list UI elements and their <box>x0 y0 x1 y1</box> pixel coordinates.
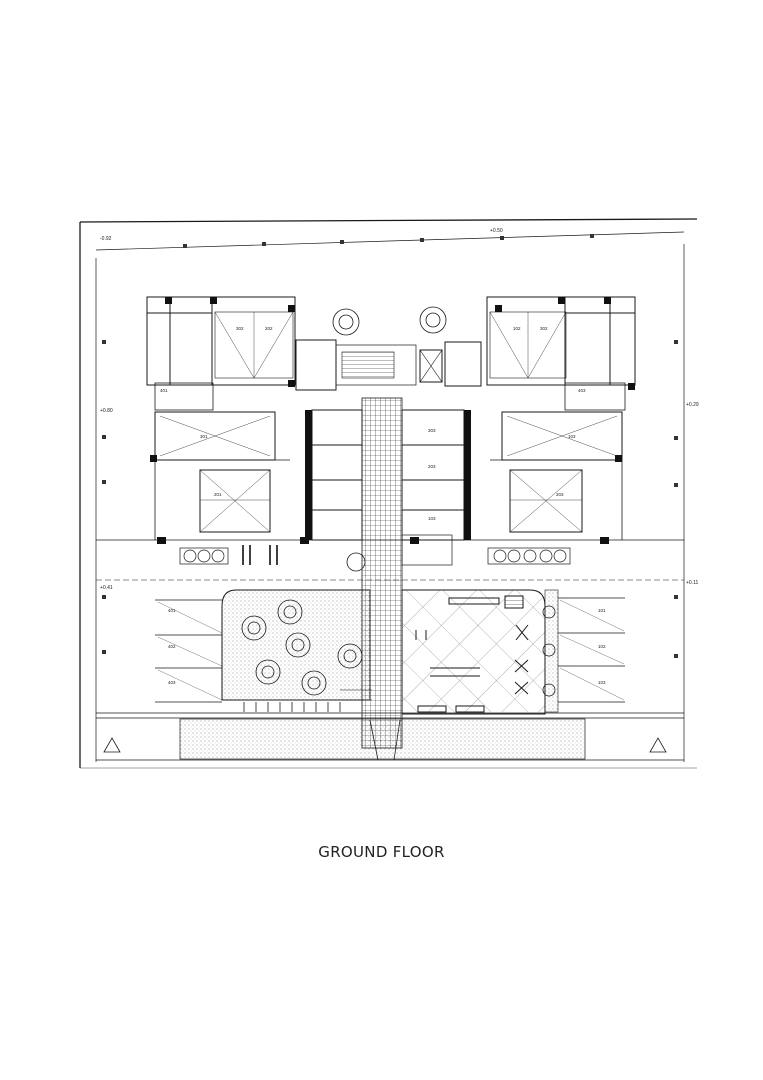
parking-west <box>155 599 223 703</box>
svg-text:+0.29: +0.29 <box>686 402 699 408</box>
svg-text:103: 103 <box>568 434 576 439</box>
svg-text:201: 201 <box>214 492 222 497</box>
svg-text:101: 101 <box>598 608 606 613</box>
svg-text:402: 402 <box>168 644 176 649</box>
svg-text:401: 401 <box>168 608 176 613</box>
garden-area <box>221 589 371 701</box>
svg-text:401: 401 <box>160 388 168 393</box>
planters <box>179 547 571 565</box>
east-wing <box>486 296 636 540</box>
east-hedge <box>544 589 559 713</box>
svg-text:103: 103 <box>598 680 606 685</box>
svg-text:302: 302 <box>236 326 244 331</box>
svg-text:102: 102 <box>598 644 606 649</box>
unit-labels: 302 202 301 201 102 302 103 203 303 203 103 40… <box>160 326 606 685</box>
svg-text:302: 302 <box>540 326 548 331</box>
trees <box>241 306 556 697</box>
structural-columns <box>150 297 635 544</box>
svg-text:301: 301 <box>200 434 208 439</box>
ramps <box>103 719 667 761</box>
playground-area <box>401 589 546 715</box>
boundary-columns <box>102 234 678 658</box>
svg-text:102: 102 <box>513 326 521 331</box>
sidewalk <box>179 718 586 760</box>
drawing-title: GROUND FLOOR <box>318 843 445 861</box>
playground-equipment <box>415 595 529 713</box>
svg-text:203: 203 <box>428 464 436 469</box>
svg-text:202: 202 <box>265 326 273 331</box>
parking-east <box>558 597 625 703</box>
svg-text:+0.11: +0.11 <box>686 580 698 586</box>
svg-text:203: 203 <box>556 492 564 497</box>
core-stairs <box>341 351 395 379</box>
svg-text:-0.92: -0.92 <box>100 236 112 242</box>
svg-text:403: 403 <box>168 680 176 685</box>
svg-text:+0.50: +0.50 <box>490 228 503 234</box>
svg-text:+0.80: +0.80 <box>100 408 113 414</box>
bicycle-racks <box>242 545 278 565</box>
west-wing <box>146 296 296 540</box>
svg-text:303: 303 <box>428 428 436 433</box>
elevation-markers: +0.80 +0.41 +0.29 +0.11 +0.50 -0.92 <box>100 228 699 591</box>
svg-text:+0.41: +0.41 <box>100 585 113 591</box>
svg-text:403: 403 <box>578 388 586 393</box>
central-walkway <box>361 397 403 749</box>
svg-text:103: 103 <box>428 516 436 521</box>
fence <box>243 689 372 712</box>
